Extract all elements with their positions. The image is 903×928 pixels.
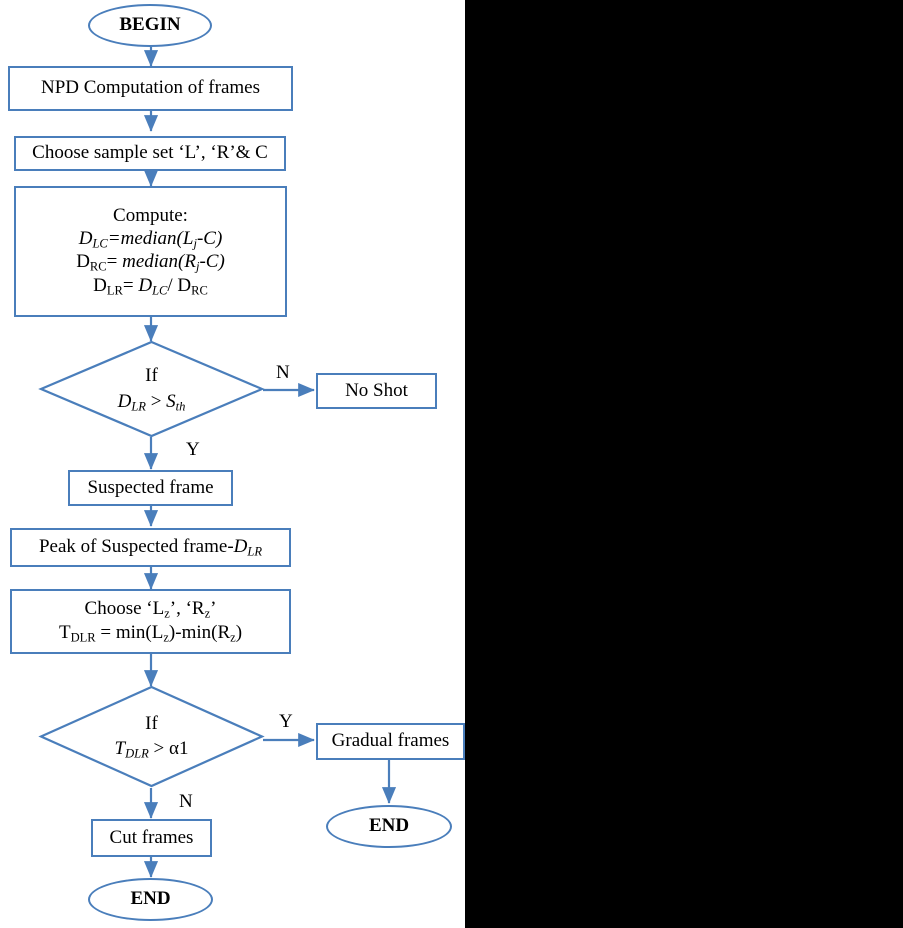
node-npd-computation-label: NPD Computation of frames <box>40 77 260 99</box>
edge-label-decision1-no: N <box>276 362 290 383</box>
node-no-shot-label: No Shot <box>345 379 408 401</box>
node-cut-frames[interactable]: Cut frames <box>91 819 212 857</box>
node-end-right[interactable]: END <box>326 805 452 848</box>
node-choose-lz-rz[interactable]: Choose ‘Lz’, ‘Rz’ TDLR = min(Lz)-min(Rz) <box>10 589 291 654</box>
node-compute-body: Compute: DLC=median(Lj-C) DRC= median(Rj… <box>76 204 225 298</box>
node-suspected-frame-label: Suspected frame <box>87 476 214 498</box>
node-choose-sample-set[interactable]: Choose sample set ‘L’, ‘R’& C <box>14 136 286 171</box>
node-npd-computation[interactable]: NPD Computation of frames <box>8 66 293 111</box>
node-end-right-label: END <box>368 815 410 837</box>
decision1-line-2: DLR > Sth <box>117 390 186 413</box>
page-black-region <box>465 0 903 928</box>
node-gradual-frames-label: Gradual frames <box>331 730 450 752</box>
decision2-line-1: If <box>145 712 158 734</box>
node-peak-label: Peak of Suspected frame-DLR <box>38 535 263 559</box>
decision2-label: If TDLR > α1 <box>40 686 263 787</box>
compute-line-3: DRC= median(Rj-C) <box>76 251 225 274</box>
decision1-shape <box>38 340 265 438</box>
decision2-shape <box>38 685 265 788</box>
node-no-shot[interactable]: No Shot <box>316 373 437 409</box>
compute-line-4: DLR= DLC/ DRC <box>93 274 208 298</box>
node-compute[interactable]: Compute: DLC=median(Lj-C) DRC= median(Rj… <box>14 186 287 317</box>
compute-line-1: Compute: <box>113 204 188 226</box>
node-end-left-label: END <box>130 888 171 910</box>
node-gradual-frames[interactable]: Gradual frames <box>316 723 465 760</box>
node-begin[interactable]: BEGIN <box>88 4 212 47</box>
choose-lz-line-1: Choose ‘Lz’, ‘Rz’ <box>84 598 217 621</box>
choose-lz-line-2: TDLR = min(Lz)-min(Rz) <box>58 621 243 644</box>
compute-line-2: DLC=median(Lj-C) <box>78 227 223 251</box>
node-decision-dlr-threshold[interactable]: If DLR > Sth <box>38 340 265 438</box>
node-cut-frames-label: Cut frames <box>109 826 194 848</box>
edge-label-decision1-yes: Y <box>186 439 200 460</box>
node-end-left[interactable]: END <box>88 878 213 921</box>
edge-label-decision2-yes: Y <box>279 711 293 732</box>
decision1-line-1: If <box>145 365 158 387</box>
node-peak-of-suspected-frame[interactable]: Peak of Suspected frame-DLR <box>10 528 291 567</box>
node-begin-label: BEGIN <box>119 14 181 36</box>
decision1-label: If DLR > Sth <box>40 341 263 437</box>
node-decision-tdlr-threshold[interactable]: If TDLR > α1 <box>38 685 265 788</box>
edge-label-decision2-no: N <box>179 791 193 812</box>
decision2-line-2: TDLR > α1 <box>114 738 189 761</box>
node-choose-sample-set-label: Choose sample set ‘L’, ‘R’& C <box>32 142 268 164</box>
node-suspected-frame[interactable]: Suspected frame <box>68 470 233 506</box>
